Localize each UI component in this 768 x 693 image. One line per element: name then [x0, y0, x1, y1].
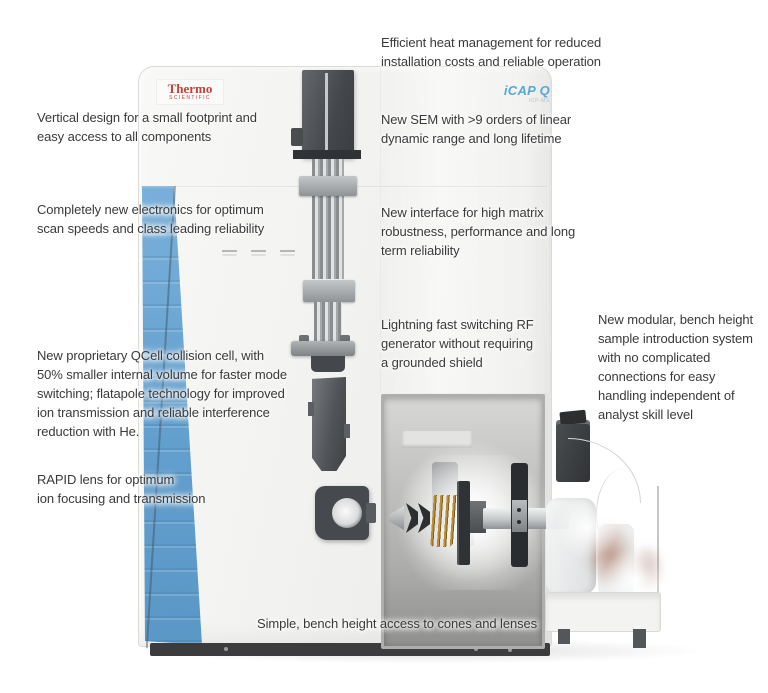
- screw-dot: [224, 647, 228, 651]
- interface-block: [470, 501, 486, 533]
- flange-hub: [512, 500, 527, 532]
- icap-q-logo: iCAP Q ICP-MS: [490, 83, 550, 105]
- ion-optics-column: [314, 302, 342, 342]
- interface-plate: [457, 481, 470, 565]
- plate-bump: [340, 335, 350, 342]
- column-cap: [311, 356, 345, 372]
- annotation-bench-access: Simple, bench height access to cones and…: [257, 616, 538, 631]
- icap-q-logo-name: iCAP Q: [503, 83, 550, 98]
- annotation-electronics: Completely new electronics for optimum s…: [37, 202, 265, 236]
- clamp-block: [299, 176, 357, 196]
- tray-foot: [633, 629, 646, 648]
- annotation-rf-generator: Lightning fast switching RF generator wi…: [381, 317, 534, 370]
- torch-knob: [291, 128, 303, 146]
- thermo-logo: Thermo SCIENTIFIC: [156, 79, 224, 105]
- annotation-new-sem: New SEM with >9 orders of linear dynamic…: [381, 112, 572, 146]
- indicator-label: [222, 250, 237, 252]
- indicator-label: [280, 250, 295, 252]
- stand-rod: [657, 486, 659, 596]
- annotation-interface: New interface for high matrix robustness…: [381, 205, 576, 258]
- skimmer-cone: [406, 503, 418, 533]
- elbow-snout: [366, 503, 376, 523]
- annotation-heat-management: Efficient heat management for reduced in…: [381, 35, 602, 69]
- machine-right-panel: [380, 67, 549, 393]
- skimmer-cone: [418, 503, 430, 533]
- clamp-block: [303, 280, 355, 302]
- flange-bolt: [517, 508, 521, 512]
- tray-foot: [558, 629, 570, 644]
- annotation-vertical-design: Vertical design for a small footprint an…: [37, 110, 257, 144]
- sample-tray: [545, 592, 661, 632]
- screw-dot: [508, 648, 512, 652]
- icap-q-logo-sub: ICP-MS: [528, 98, 550, 104]
- indicator-label: [251, 250, 266, 252]
- flange-bolt: [517, 520, 521, 524]
- rapid-lens-bore: [332, 498, 362, 528]
- injector-rod: [325, 73, 328, 157]
- plate-bump: [299, 335, 309, 342]
- load-coil: [429, 495, 457, 547]
- pump-head: [559, 409, 587, 426]
- torch-bracket: [293, 150, 361, 159]
- housing-clip: [344, 424, 350, 438]
- annotation-sample-introduction: New modular, bench height sample introdu…: [598, 312, 754, 422]
- housing-clip: [308, 402, 314, 416]
- mounting-plate: [291, 341, 355, 356]
- qcell-housing: [312, 377, 346, 471]
- screw-dot: [474, 647, 478, 651]
- torch-assembly: [302, 70, 354, 158]
- annotation-rapid-lens: RAPID lens for optimum ion focusing and …: [37, 472, 206, 506]
- thermo-logo-sub: SCIENTIFIC: [169, 95, 211, 101]
- annotation-qcell: New proprietary QCell collision cell, wi…: [37, 348, 288, 439]
- thermo-logo-name: Thermo: [167, 81, 213, 96]
